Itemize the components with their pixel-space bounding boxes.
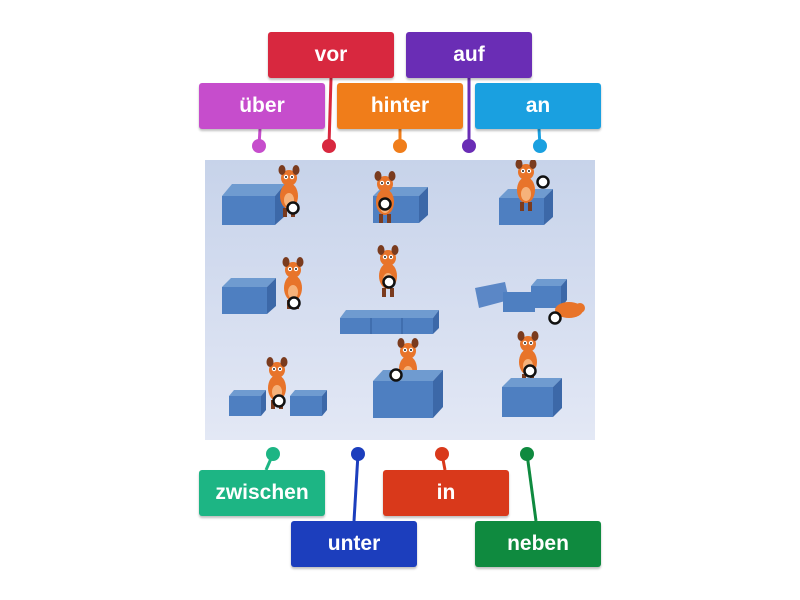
pin-ueber[interactable] [252, 139, 266, 153]
scene-image [205, 159, 595, 440]
drop-target-5[interactable] [382, 275, 396, 289]
drop-target-7[interactable] [272, 394, 286, 408]
connector-neben [525, 453, 538, 522]
drop-target-8[interactable] [389, 368, 403, 382]
label-auf[interactable]: auf [406, 32, 532, 78]
label-unter[interactable]: unter [291, 521, 417, 567]
drop-target-9[interactable] [523, 364, 537, 378]
pin-neben[interactable] [520, 447, 534, 461]
label-neben[interactable]: neben [475, 521, 601, 567]
box-row-5 [340, 310, 439, 334]
drop-target-4[interactable] [287, 296, 301, 310]
drop-target-2[interactable] [378, 197, 392, 211]
connector-unter [352, 453, 360, 522]
pin-zwischen[interactable] [266, 447, 280, 461]
label-in[interactable]: in [383, 470, 509, 516]
box-7 [229, 390, 327, 416]
label-ueber[interactable]: über [199, 83, 325, 129]
pin-an[interactable] [533, 139, 547, 153]
pin-hinter[interactable] [393, 139, 407, 153]
box-row-6 [475, 279, 585, 318]
drop-target-1[interactable] [286, 201, 300, 215]
pin-in[interactable] [435, 447, 449, 461]
label-zwischen[interactable]: zwischen [199, 470, 325, 516]
mouse-and-boxes-illustration [222, 159, 585, 418]
drop-target-6[interactable] [548, 311, 562, 325]
box-4 [222, 278, 276, 314]
label-an[interactable]: an [475, 83, 601, 129]
box-8 [373, 370, 443, 418]
box-9 [502, 378, 562, 417]
pin-unter[interactable] [351, 447, 365, 461]
box-1 [222, 184, 285, 225]
label-hinter[interactable]: hinter [337, 83, 463, 129]
pin-vor[interactable] [322, 139, 336, 153]
connector-vor [327, 77, 333, 147]
drop-target-3[interactable] [536, 175, 550, 189]
label-vor[interactable]: vor [268, 32, 394, 78]
pin-auf[interactable] [462, 139, 476, 153]
